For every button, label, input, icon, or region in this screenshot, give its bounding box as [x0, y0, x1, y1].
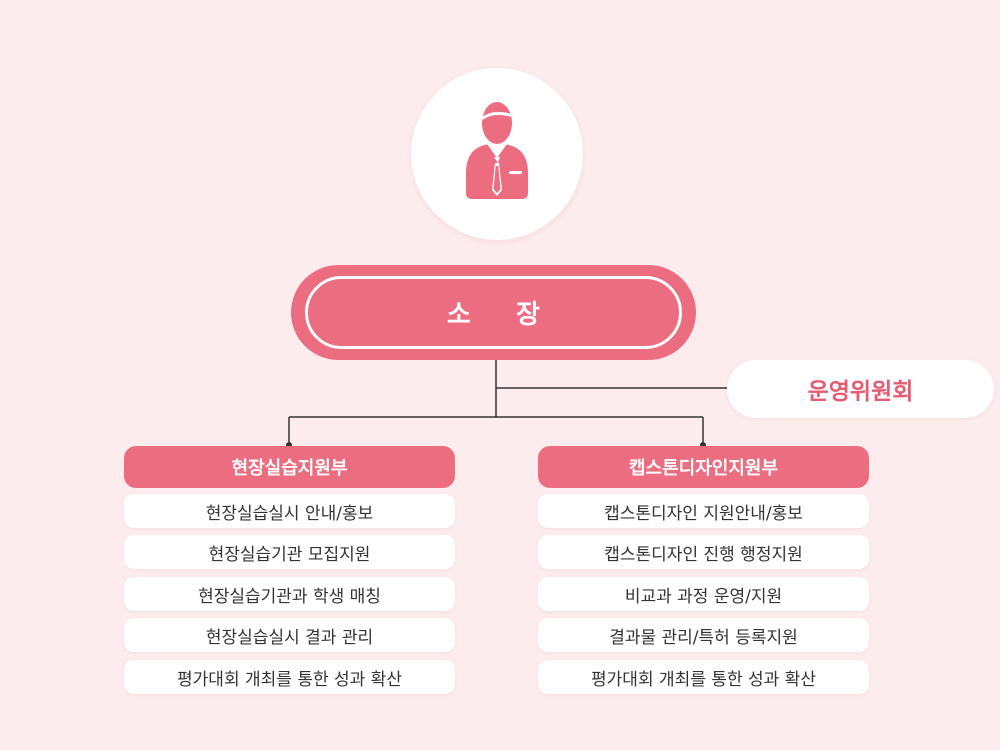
director-box: [291, 265, 696, 360]
task-item: 현장실습기관과 학생 매칭: [124, 577, 455, 611]
task-item: 평가대회 개최를 통한 성과 확산: [124, 660, 455, 694]
task-item: 현장실습실시 안내/홍보: [124, 494, 455, 528]
task-item: 비교과 과정 운영/지원: [538, 577, 869, 611]
person-with-tie-icon: [466, 102, 528, 199]
task-item: 현장실습실시 결과 관리: [124, 618, 455, 652]
dept-header-field-practice: 현장실습지원부: [124, 446, 455, 488]
director-avatar: [411, 68, 583, 240]
operating-committee-box: 운영위원회: [727, 360, 994, 418]
dept-header-capstone: 캡스톤디자인지원부: [538, 446, 869, 488]
task-item: 결과물 관리/특허 등록지원: [538, 618, 869, 652]
task-item: 현장실습기관 모집지원: [124, 535, 455, 569]
task-item: 평가대회 개최를 통한 성과 확산: [538, 660, 869, 694]
task-item: 캡스톤디자인 지원안내/홍보: [538, 494, 869, 528]
task-item: 캡스톤디자인 진행 행정지원: [538, 535, 869, 569]
director-title: 소 장: [305, 276, 682, 349]
